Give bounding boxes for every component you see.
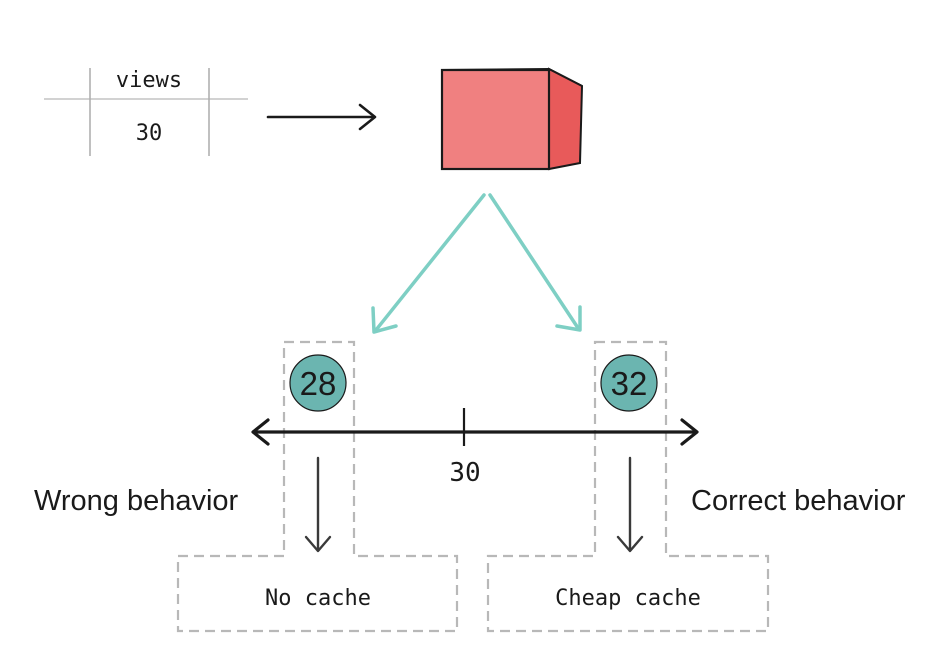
table-to-cube-arrow [266,103,377,131]
down-arrow-right [616,456,644,553]
table-value: 30 [136,121,163,146]
wrong-behavior-label: Wrong behavior [34,485,239,517]
split-arrows [371,193,582,334]
center-tick-label: 30 [449,458,480,488]
no-cache-label: No cache [265,586,371,611]
cube-side-face [548,67,584,171]
cube-icon [440,67,584,171]
value-marker-right-label: 32 [611,365,648,402]
value-marker-left-label: 28 [300,365,337,402]
left-dashed-outline [176,340,459,633]
value-marker-right: 32 [600,354,658,412]
teal-arrow-left [371,193,486,334]
teal-arrow-right [488,193,582,332]
cheap-cache-label: Cheap cache [555,586,701,611]
number-line: 30 [251,408,699,488]
table-header: views [116,68,182,93]
cube-front-face [440,68,551,171]
down-arrow-left [304,456,332,553]
views-table: views 30 [44,68,248,156]
value-marker-left: 28 [289,354,347,412]
right-dashed-outline [486,340,770,633]
correct-behavior-label: Correct behavior [691,485,906,517]
